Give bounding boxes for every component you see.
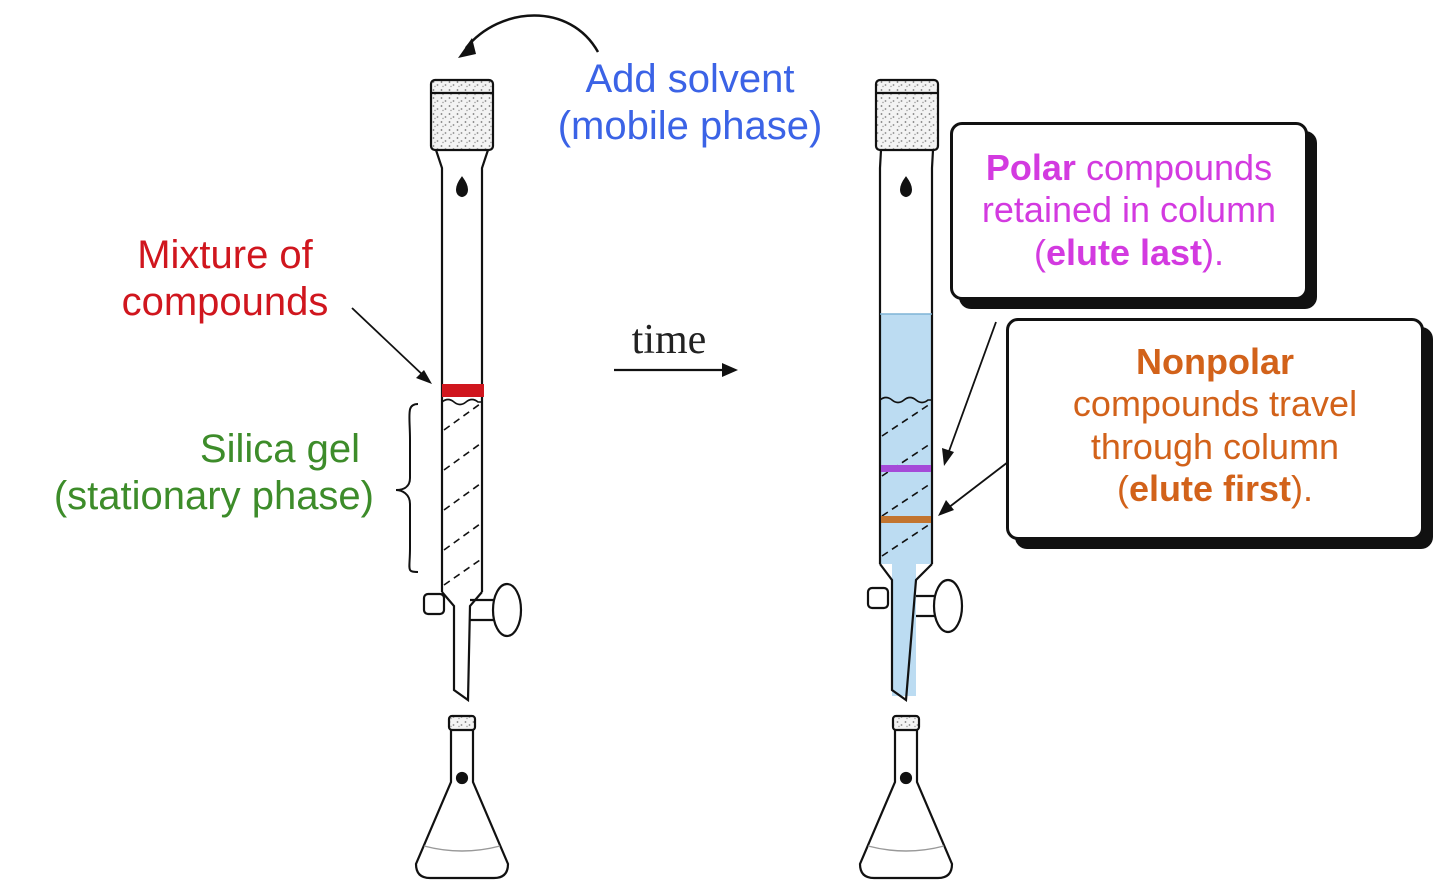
mixture-band bbox=[442, 384, 484, 397]
left-column bbox=[395, 78, 523, 703]
nonpolar-word: Nonpolar bbox=[1136, 341, 1294, 382]
silica-label: Silica gel (stationary phase) bbox=[4, 426, 374, 520]
mixture-label: Mixture of compounds bbox=[60, 232, 390, 326]
silica-brace bbox=[395, 403, 419, 573]
time-label: time bbox=[631, 317, 707, 363]
polar-callout: Polar compounds retained in column (elut… bbox=[950, 122, 1308, 300]
nonpolar-line3: through column bbox=[1090, 425, 1340, 467]
silica-line2: (stationary phase) bbox=[53, 474, 374, 519]
silica-line1: Silica gel bbox=[199, 427, 360, 471]
add-solvent-line2: (mobile phase) bbox=[557, 104, 823, 149]
polar-elute: elute last bbox=[1045, 231, 1203, 273]
mixture-line2: compounds bbox=[121, 280, 329, 325]
nonpolar-band bbox=[881, 516, 931, 523]
polar-open: ( bbox=[1033, 231, 1046, 273]
polar-band bbox=[881, 465, 931, 472]
polar-word: Polar bbox=[985, 147, 1076, 188]
left-stopper bbox=[429, 78, 495, 152]
nonpolar-close: ). bbox=[1291, 468, 1314, 510]
right-stopper bbox=[874, 78, 940, 152]
mixture-pointer bbox=[351, 307, 427, 379]
right-column bbox=[866, 78, 964, 703]
polar-pointer bbox=[947, 321, 997, 455]
polar-rest: compounds bbox=[1075, 147, 1273, 188]
nonpolar-pointer bbox=[947, 461, 1009, 509]
nonpolar-open: ( bbox=[1116, 468, 1129, 510]
left-silica-bed bbox=[443, 403, 481, 586]
add-solvent-arrow bbox=[458, 14, 600, 58]
add-solvent-label: Add solvent (mobile phase) bbox=[520, 56, 860, 150]
polar-line2: retained in column bbox=[981, 189, 1277, 231]
nonpolar-elute: elute first bbox=[1128, 468, 1292, 510]
mixture-line1: Mixture of bbox=[137, 233, 313, 277]
right-flask bbox=[858, 714, 954, 880]
add-solvent-line1: Add solvent bbox=[585, 57, 795, 101]
nonpolar-line2: compounds travel bbox=[1072, 383, 1358, 425]
left-flask bbox=[414, 714, 510, 880]
nonpolar-callout: Nonpolar compounds travel through column… bbox=[1006, 318, 1424, 540]
polar-close: ). bbox=[1202, 231, 1225, 273]
solvent-fill bbox=[880, 314, 932, 564]
time-arrow bbox=[614, 363, 738, 377]
